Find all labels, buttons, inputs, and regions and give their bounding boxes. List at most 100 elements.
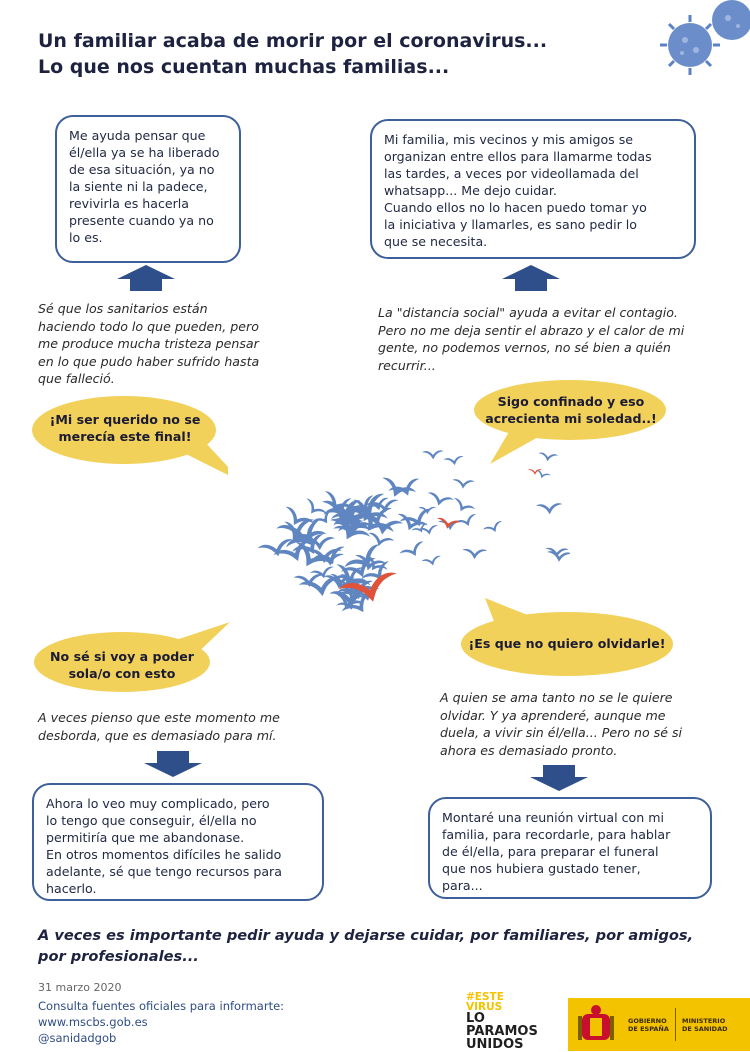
arrow-up-icon [502,265,560,291]
bird-icon [333,520,364,536]
gov-line: MINISTERIO [682,1017,726,1025]
box-line: de él/ella, para preparar el funeral [442,844,659,859]
bird-icon [344,544,380,568]
bubble-line: acrecienta mi soledad..! [485,411,657,426]
quote-line: A veces pienso que este momento me [38,710,280,725]
logo-line: LO [466,1011,485,1026]
box-line: para... [442,878,483,893]
logo-line: #ESTE [466,991,504,1003]
box-line: presente cuando ya no [69,213,214,228]
government-logo: GOBIERNO DE ESPAÑA MINISTERIO DE SANIDAD [568,998,750,1051]
bird-icon [421,555,441,566]
quote-top-left: Sé que los sanitarios están haciendo tod… [38,300,308,388]
quote-line: La "distancia social" ayuda a evitar el … [378,305,678,320]
quote-line: gente, no podemos vernos, no sé bien a q… [378,340,671,355]
bird-icon [331,501,359,520]
bird-icon [341,558,376,578]
twitter-handle[interactable]: @sanidadgob [38,1031,117,1045]
quote-line: olvidar. Y ya aprenderé, aunque me [440,707,666,723]
box-line: de esa situación, ya no [69,162,215,177]
bird-icon [421,450,444,460]
bird-icon [528,469,542,475]
bird-icon [303,537,336,551]
box-line: lo es. [69,230,103,245]
bird-icon [334,517,364,532]
box-line: familia, para recordarle, para hablar [442,827,671,842]
bird-icon [345,493,385,517]
page-title: Un familiar acaba de morir por el corona… [38,28,638,80]
footer-info: 31 marzo 2020 Consulta fuentes oficiales… [38,981,338,1046]
bird-icon [411,523,428,533]
bird-icon [336,596,361,610]
arrow-down-icon [144,751,202,777]
quote-line: desborda, que es demasiado para mí. [38,727,277,743]
quote-line: me produce mucha tristeza pensar [38,336,259,351]
bird-icon [536,503,563,515]
bubble-text-2: Sigo confinado y eso acrecienta mi soled… [478,393,664,427]
quote-line: en lo que pudo haber sufrido hasta [38,353,260,369]
box-line: que se necesita. [384,234,488,249]
bird-icon [397,513,428,531]
bubble-text-1: ¡Mi ser querido no se merecía este final… [40,411,210,445]
logo-line: UNIDOS [466,1037,524,1052]
info-text: Consulta fuentes oficiales para informar… [38,999,285,1013]
bird-icon [418,525,439,535]
gov-label-2: MINISTERIO DE SANIDAD [682,1017,728,1033]
title-line-2: Lo que nos cuentan muchas familias... [38,56,450,78]
bird-icon [298,576,342,597]
box-top-right: Mi familia, mis vecinos y mis amigos se … [370,119,696,259]
closing-message: A veces es importante pedir ayuda y deja… [38,925,728,967]
quote-bottom-left: A veces pienso que este momento me desbo… [38,709,338,744]
bubble-line: ¡Es que no quiero olvidarle! [468,636,666,651]
quote-line: duela, a vivir sin él/ella... Pero no sé… [440,725,683,740]
bird-icon [369,499,399,513]
bird-icon [364,497,389,511]
divider [675,1008,676,1041]
quote-line: Sé que los sanitarios están [38,301,208,316]
bird-icon [358,507,392,525]
quote-line: haciendo todo lo que pueden, pero [38,318,259,334]
box-line: hacerlo. [46,881,97,896]
logo-line: PARAMOS [466,1024,538,1039]
coronavirus-icon [660,0,750,75]
box-line: la siente ni la padece, [69,179,208,194]
bird-icon [341,592,372,613]
bird-icon [535,469,551,479]
arrow-up-icon [117,265,175,291]
bird-icon [276,519,315,538]
box-top-left: Me ayuda pensar que él/ella ya se ha lib… [55,115,241,263]
campaign-logo: #ESTE VIRUS LO PARAMOS UNIDOS [466,992,566,1051]
box-line: Mi familia, mis vecinos y mis amigos se [384,132,634,147]
arrow-down-icon [530,765,588,791]
speech-bubble-3 [34,622,230,692]
bird-icon [321,500,365,521]
box-bottom-left: Ahora lo veo muy complicado, pero lo ten… [32,783,324,901]
bird-icon [368,532,395,547]
bird-icon [334,511,371,534]
bird-icon [453,498,476,512]
box-line: él/ella ya se ha liberado [69,145,220,160]
gov-line: DE SANIDAD [682,1025,728,1033]
bird-icon [315,553,344,566]
box-line: organizan entre ellos para llamarme toda… [384,149,652,164]
bird-icon [399,508,432,527]
bubble-line: No sé si voy a poder [50,649,194,664]
speech-bubble-2 [474,380,666,464]
bird-icon [341,575,377,596]
box-line: Montaré una reunión virtual con mi [442,810,664,825]
date: 31 marzo 2020 [38,981,122,994]
bird-icon [323,498,352,517]
bird-icon [418,506,437,515]
website-link[interactable]: www.mscbs.gob.es [38,1015,148,1029]
bird-icon [306,498,327,515]
bird-icon [334,593,365,610]
bird-icon [361,561,390,580]
bird-icon [399,541,424,556]
box-line: adelante, sé que tengo recursos para [46,864,282,879]
gov-label-1: GOBIERNO DE ESPAÑA [628,1017,669,1033]
box-line: En otros momentos difíciles he salido [46,847,282,862]
bird-icon [324,491,354,511]
bird-icon [293,573,324,588]
box-line: whatsapp... Me dejo cuidar. [384,183,557,198]
quote-line: A quien se ama tanto no se le quiere [440,690,673,705]
